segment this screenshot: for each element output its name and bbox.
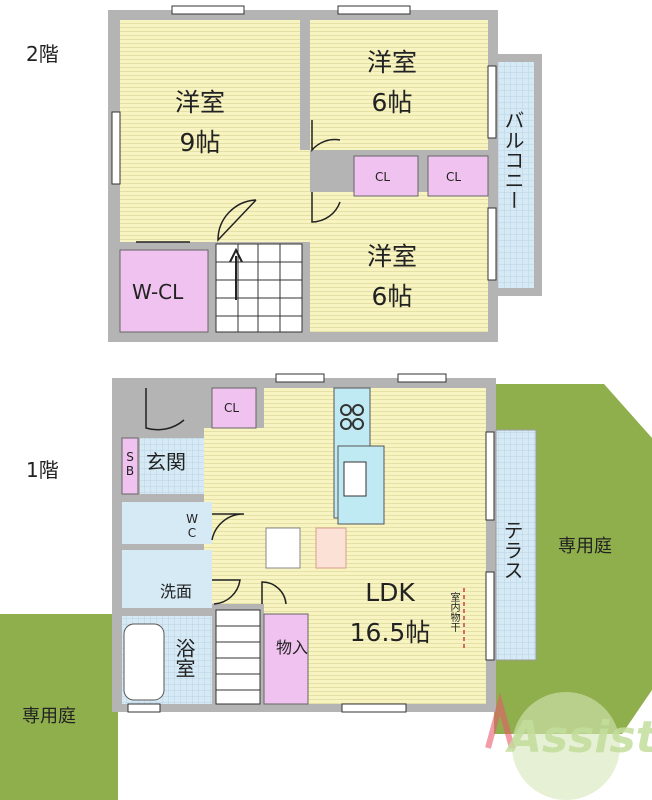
walk-in-closet-label: W-CL [132,280,184,304]
logo-text: Assist [508,712,652,763]
first-floor [0,373,652,800]
western-room-9-name: 洋室 [174,88,225,117]
floor-label-2f: 2階 [26,42,59,66]
storage [263,613,309,705]
pantry-space [315,527,347,569]
balcony-label: バルコニー [501,110,525,210]
terrace-label: テラス [500,520,524,580]
closet-b [427,155,489,197]
terrace [495,429,537,661]
ldk-size: 16.5帖 [349,618,431,647]
stair-2f [215,243,303,333]
stair-1f-treads [216,625,260,691]
left-garden [0,614,118,800]
closet-1f [211,387,257,429]
balcony-floor [498,62,534,288]
toilet-label: WC [185,512,199,540]
bathroom-label: 浴室 [172,638,196,678]
second-floor-doors [136,120,341,243]
garden-right-label: 専用庭 [558,536,612,557]
western-room-6a-floor [310,20,488,150]
garden-left-label: 専用庭 [22,706,76,727]
hall-floor [256,150,310,242]
second-floor-windows [111,5,497,281]
closet-a-label: CL [375,170,391,184]
closet-1f-label: CL [224,401,240,415]
ldk-name: LDK [365,578,415,607]
fridge-space [265,527,301,569]
western-room-6a-name: 洋室 [366,48,417,77]
western-room-9-size: 9帖 [179,128,221,157]
stair-2f-arrow [229,247,243,300]
floor-label-1f: 1階 [26,458,59,482]
shoe-box [121,437,139,495]
western-room-6b-name: 洋室 [366,242,417,271]
storage-label: 物入 [276,638,309,657]
indoor-drying-label: 室内物干 [448,592,459,632]
shoe-box-label: SB [123,450,137,478]
logo-mark [485,692,620,800]
entrance-floor [140,438,204,494]
western-room-6a-size: 6帖 [371,88,413,117]
entrance-label: 玄関 [146,450,186,474]
first-floor-windows [127,373,495,713]
western-room-6b-floor [310,192,488,332]
first-floor-doors [145,388,287,605]
stove-icon [340,404,364,430]
walk-in-closet [119,249,209,333]
closet-a [353,155,419,197]
bathtub [123,623,165,701]
sink-icon [343,461,367,497]
washroom [122,550,212,608]
western-room-6b-size: 6帖 [371,282,413,311]
washroom-label: 洗面 [160,582,193,601]
second-floor [108,5,542,342]
closet-b-label: CL [446,170,462,184]
toilet-room [122,502,212,544]
